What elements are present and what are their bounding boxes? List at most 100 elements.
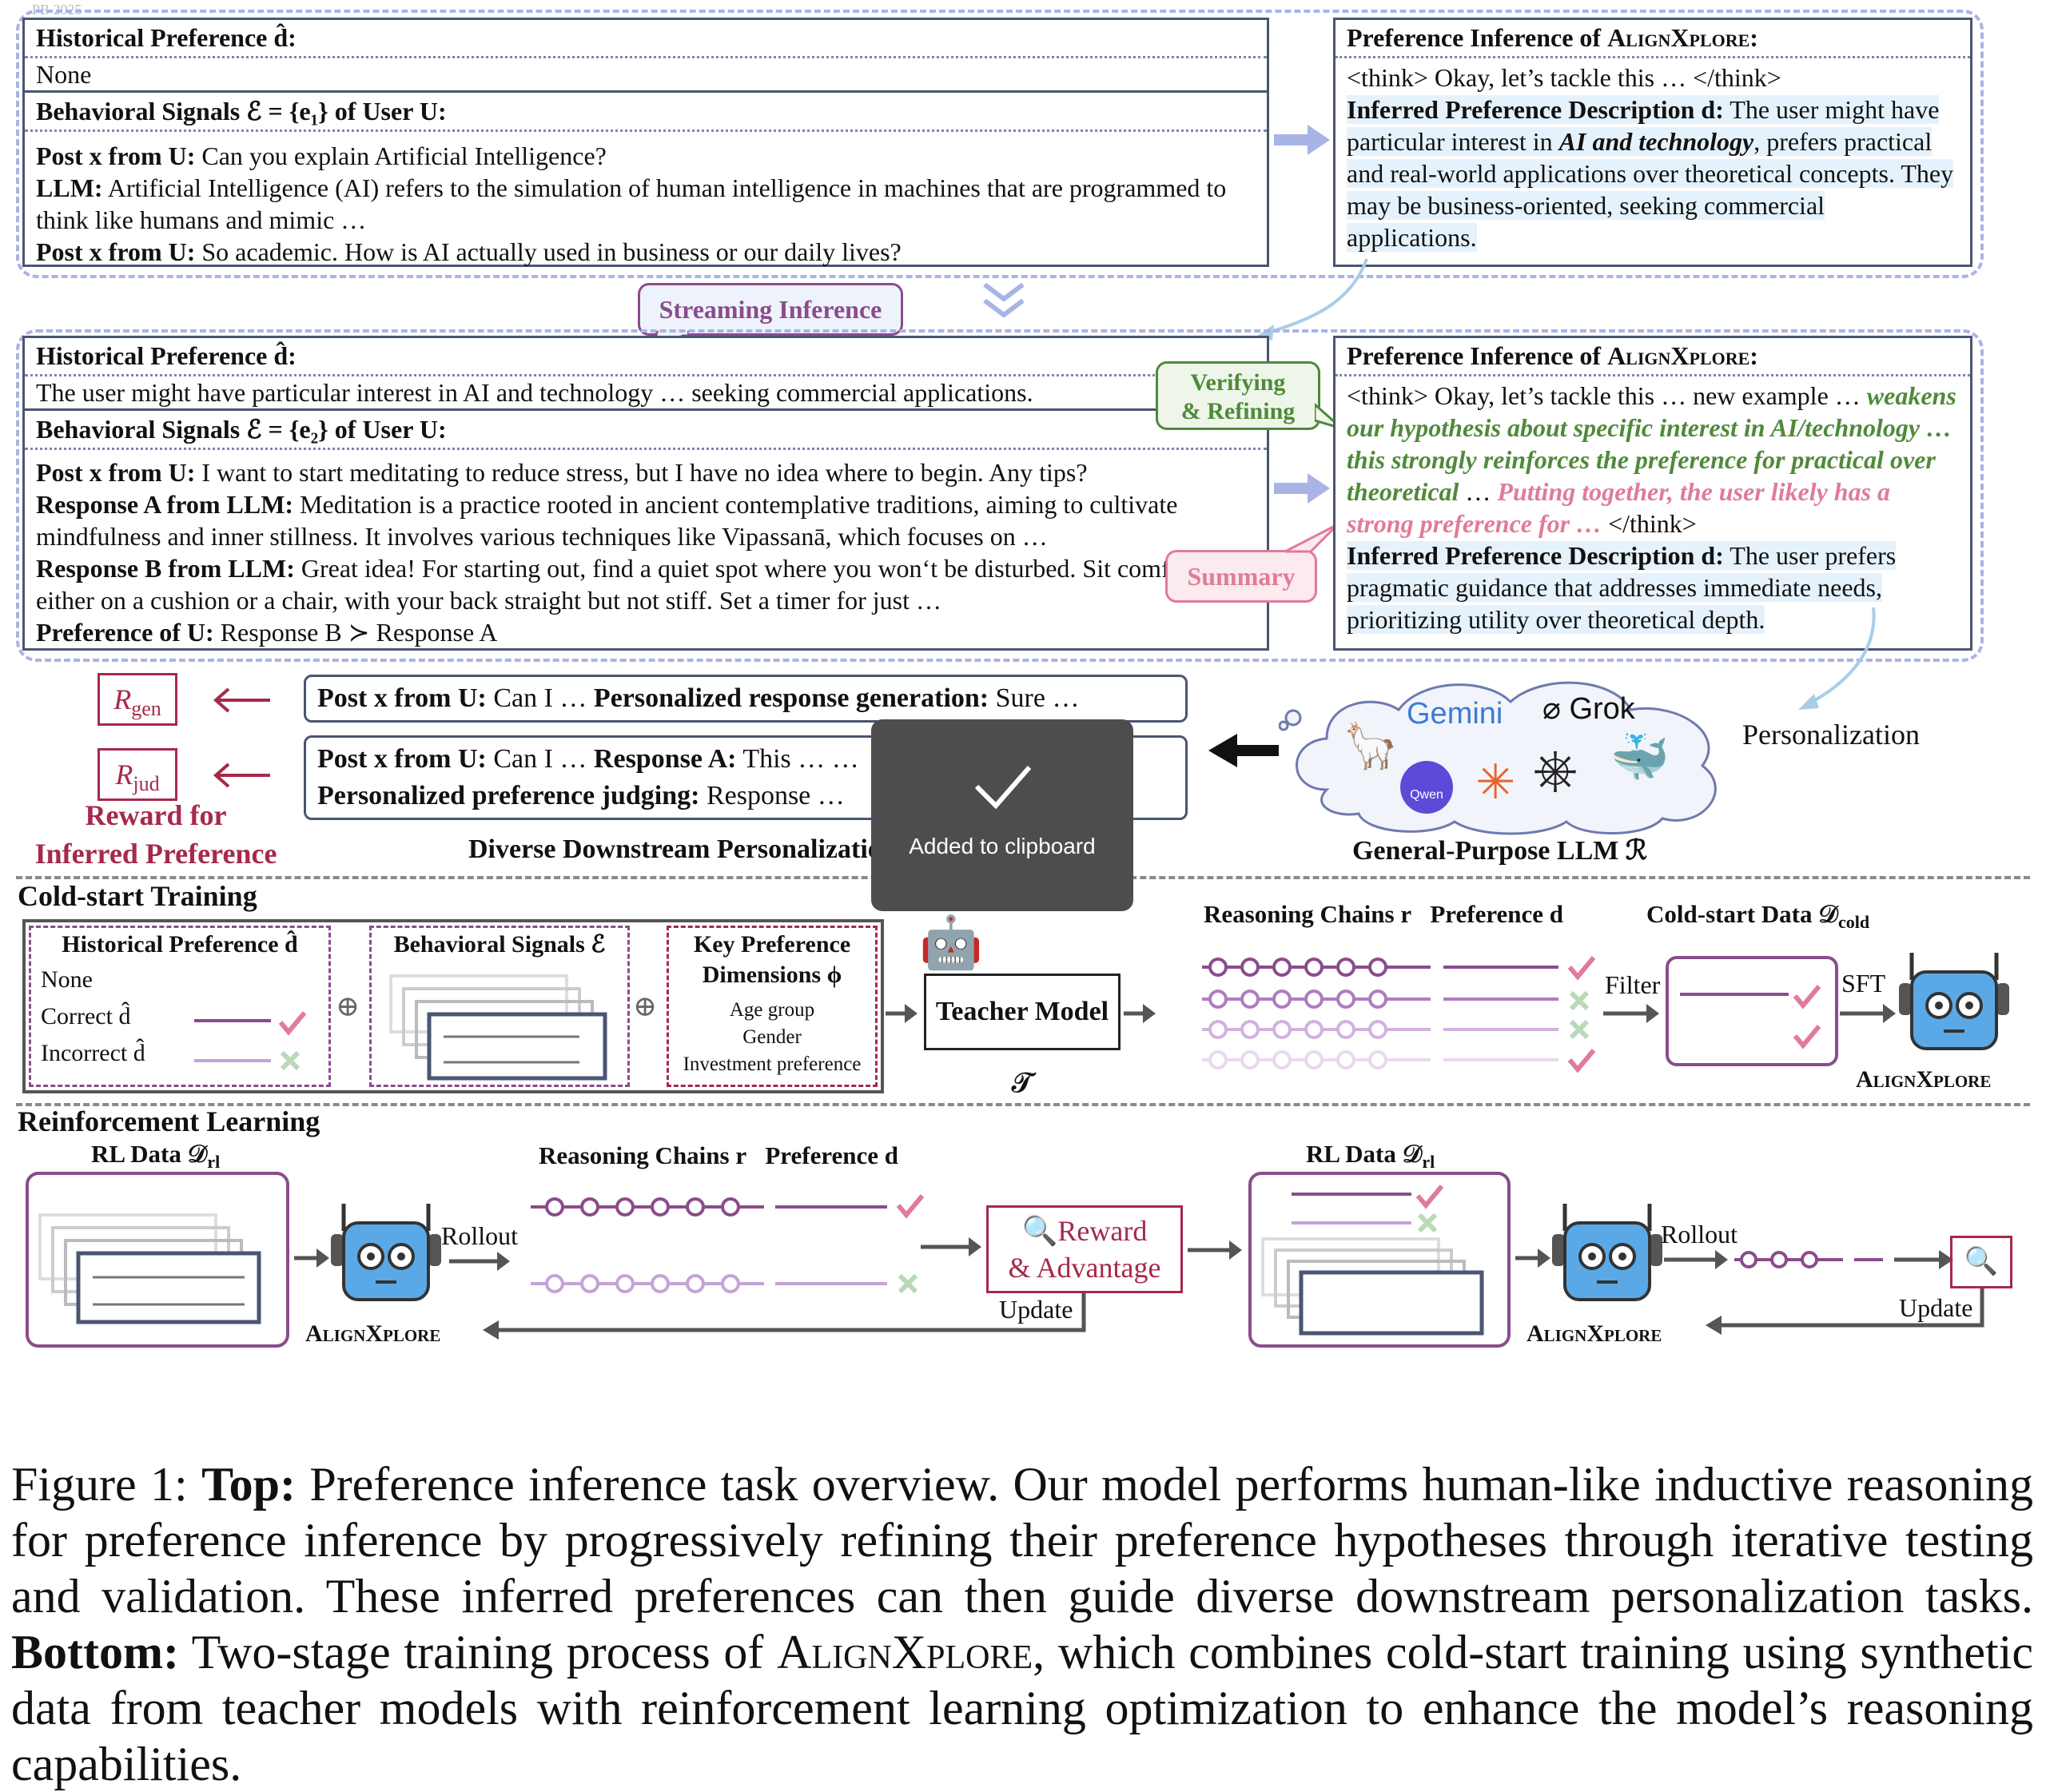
cold-historical-title: Historical Preference d̂ [62,931,298,958]
cold-key-box: Key Preference Dimensions ϕ Age group Ge… [667,926,878,1087]
arrow-right-1 [1274,125,1330,155]
rl-data-label-2: RL Data 𝒟rl [1306,1140,1435,1173]
llm-title: General-Purpose LLM ℛ [1352,836,1647,866]
rl-data-box-1 [26,1172,289,1348]
arrow-rl-2 [1515,1248,1550,1268]
rl-chains-label: Reasoning Chains r Preference d [539,1141,899,1169]
signals-stack-icon [389,974,607,1081]
rl-data-stack-1 [38,1213,261,1324]
hist-lines [194,1011,307,1071]
downstream-section-title: Diverse Downstream Personalization [468,834,897,864]
teacher-robot-icon: 🤖 [919,914,983,971]
inference-title-1: Preference Inference of AlignXplore: [1335,20,1970,58]
cold-signals-title: Behavioral Signals ℰ [393,931,606,958]
clipboard-toast: Added to clipboard [871,719,1133,911]
task-generation-box: Post x from U: Can I … Personalized resp… [304,675,1188,723]
rl-title: Reinforcement Learning [18,1105,320,1137]
reward-advantage-box: 🔍Reward & Advantage [986,1205,1183,1293]
cold-historical-box: Historical Preference d̂ None Correct d̂… [29,926,331,1087]
plus-icon-2: ⊕ [633,990,658,1022]
preference-of-user: Preference of U: Response B ≻ Response A [36,618,498,647]
llm-response: LLM: Artificial Intelligence (AI) refers… [36,173,1227,234]
historical-preference-value-2: The user might have particular interest … [25,376,1267,411]
rollout-label-2: Rollout [1661,1220,1738,1248]
reward-caption: Reward for Inferred Preference [16,796,296,873]
verifying-label: Verifying [1190,369,1286,396]
arrow-rl-1 [294,1248,329,1268]
cold-data-label: Cold-start Data 𝒟cold [1646,900,1870,933]
alignxplore-label-2: AlignXplore [305,1320,441,1347]
rl-data-label-1: RL Data 𝒟rl [91,1140,221,1173]
update-label-1: Update [999,1295,1073,1324]
behavior-box-2: Historical Preference d̂: The user might… [22,336,1269,651]
historical-preference-title-2: Historical Preference d̂: [25,338,1267,376]
filter-label: Filter [1605,970,1661,999]
post-2: Post x from U: So academic. How is AI ac… [36,237,902,266]
reward-jud-box: Rjud [98,748,177,801]
plus-icon-1: ⊕ [336,990,360,1022]
update-arrow-1 [483,1293,1086,1340]
summary-tail [1284,523,1339,553]
cold-hist-none: None [41,966,93,993]
task-judging-box: Post x from U: Can I … Response A: This … [304,735,1188,820]
behavioral-signals-title-2: Behavioral Signals ℰ = {e₂} of User U: [25,411,1267,450]
advantage-line: & Advantage [1008,1252,1161,1284]
arrow-left-gen [213,687,270,713]
reward-line: 🔍Reward [1021,1215,1148,1247]
deepseek-whale-icon: 🐳 [1610,731,1670,784]
rollout-label-1: Rollout [441,1221,519,1250]
key-item-gender: Gender [742,1026,802,1048]
alignxplore-label-1: AlignXplore [1856,1066,1992,1093]
update-arrow-2 [1706,1288,1984,1335]
checkmark-icon [974,766,1032,810]
gemini-logo: Gemini [1407,697,1503,731]
inference-box-2: Preference Inference of AlignXplore: <th… [1333,336,1972,651]
alignxplore-label-3: AlignXplore [1527,1320,1662,1347]
reward-line-2: Inferred Preference [34,838,277,870]
openai-icon: ⎈ [1533,739,1578,801]
rl-reasoning-chains [531,1194,925,1294]
rl-data-stack-2 [1261,1185,1484,1336]
claude-icon: ✳ [1475,756,1516,809]
key-title-1: Key Preference [693,931,851,958]
arrow-to-teacher [886,1004,918,1023]
arrow-left-black [1208,734,1279,767]
inference-description-2: Inferred Preference Description d: The u… [1347,541,1897,634]
cold-chains-label: Reasoning Chains r Preference d [1204,900,1564,928]
curved-arrow-2 [1798,607,1876,710]
grok-logo: ⌀ Grok [1542,692,1635,726]
alignxplore-robot-icon-3 [1552,1204,1662,1301]
personalization-label: Personalization [1742,719,1920,751]
magnifier-icon: 🔍 [1021,1215,1058,1247]
key-item-age: Age group [729,999,815,1021]
post-1: Post x from U: Can you explain Artificia… [36,141,607,170]
historical-preference-title: Historical Preference d̂: [25,20,1267,58]
cold-data-lines [1680,985,1821,1049]
top-panel-2-frame [16,329,1984,662]
arrow-filter [1603,1004,1659,1023]
alignxplore-robot-icon-1 [1899,953,2009,1050]
inference-text-2: <think> Okay, let’s tackle this … new ex… [1347,381,1956,538]
key-title-2: Dimensions ϕ [702,962,842,988]
summary-bubble: Summary [1165,550,1317,603]
alignxplore-robot-icon-2 [331,1204,441,1301]
qwen-logo: Qwen [1400,761,1453,814]
inference-think-1: <think> Okay, let’s tackle this … </thin… [1347,63,1781,92]
arrow-right-2 [1274,473,1330,504]
response-a: Response A from LLM: Meditation is a pra… [36,490,1178,551]
arrow-to-reward [921,1237,981,1256]
key-item-investment: Investment preference [683,1053,862,1075]
arrow-to-rl-data-2 [1188,1240,1242,1260]
cold-hist-incorrect: Incorrect d̂ [41,1040,145,1066]
historical-preference-value: None [25,58,1267,93]
teacher-model-box: Teacher Model 𝒯 [924,974,1121,1098]
rl-data-box-2 [1248,1172,1511,1348]
cold-data-box [1666,956,1838,1066]
inference-title-2: Preference Inference of AlignXplore: [1335,338,1970,376]
post-3: Post x from U: I want to start meditatin… [36,458,1088,487]
inference-box-1: Preference Inference of AlignXplore: <th… [1333,18,1972,267]
sft-label: SFT [1841,969,1886,998]
refining-label: & Refining [1180,398,1296,424]
arrow-from-teacher [1124,1004,1156,1023]
arrow-rollout-1 [449,1252,510,1271]
